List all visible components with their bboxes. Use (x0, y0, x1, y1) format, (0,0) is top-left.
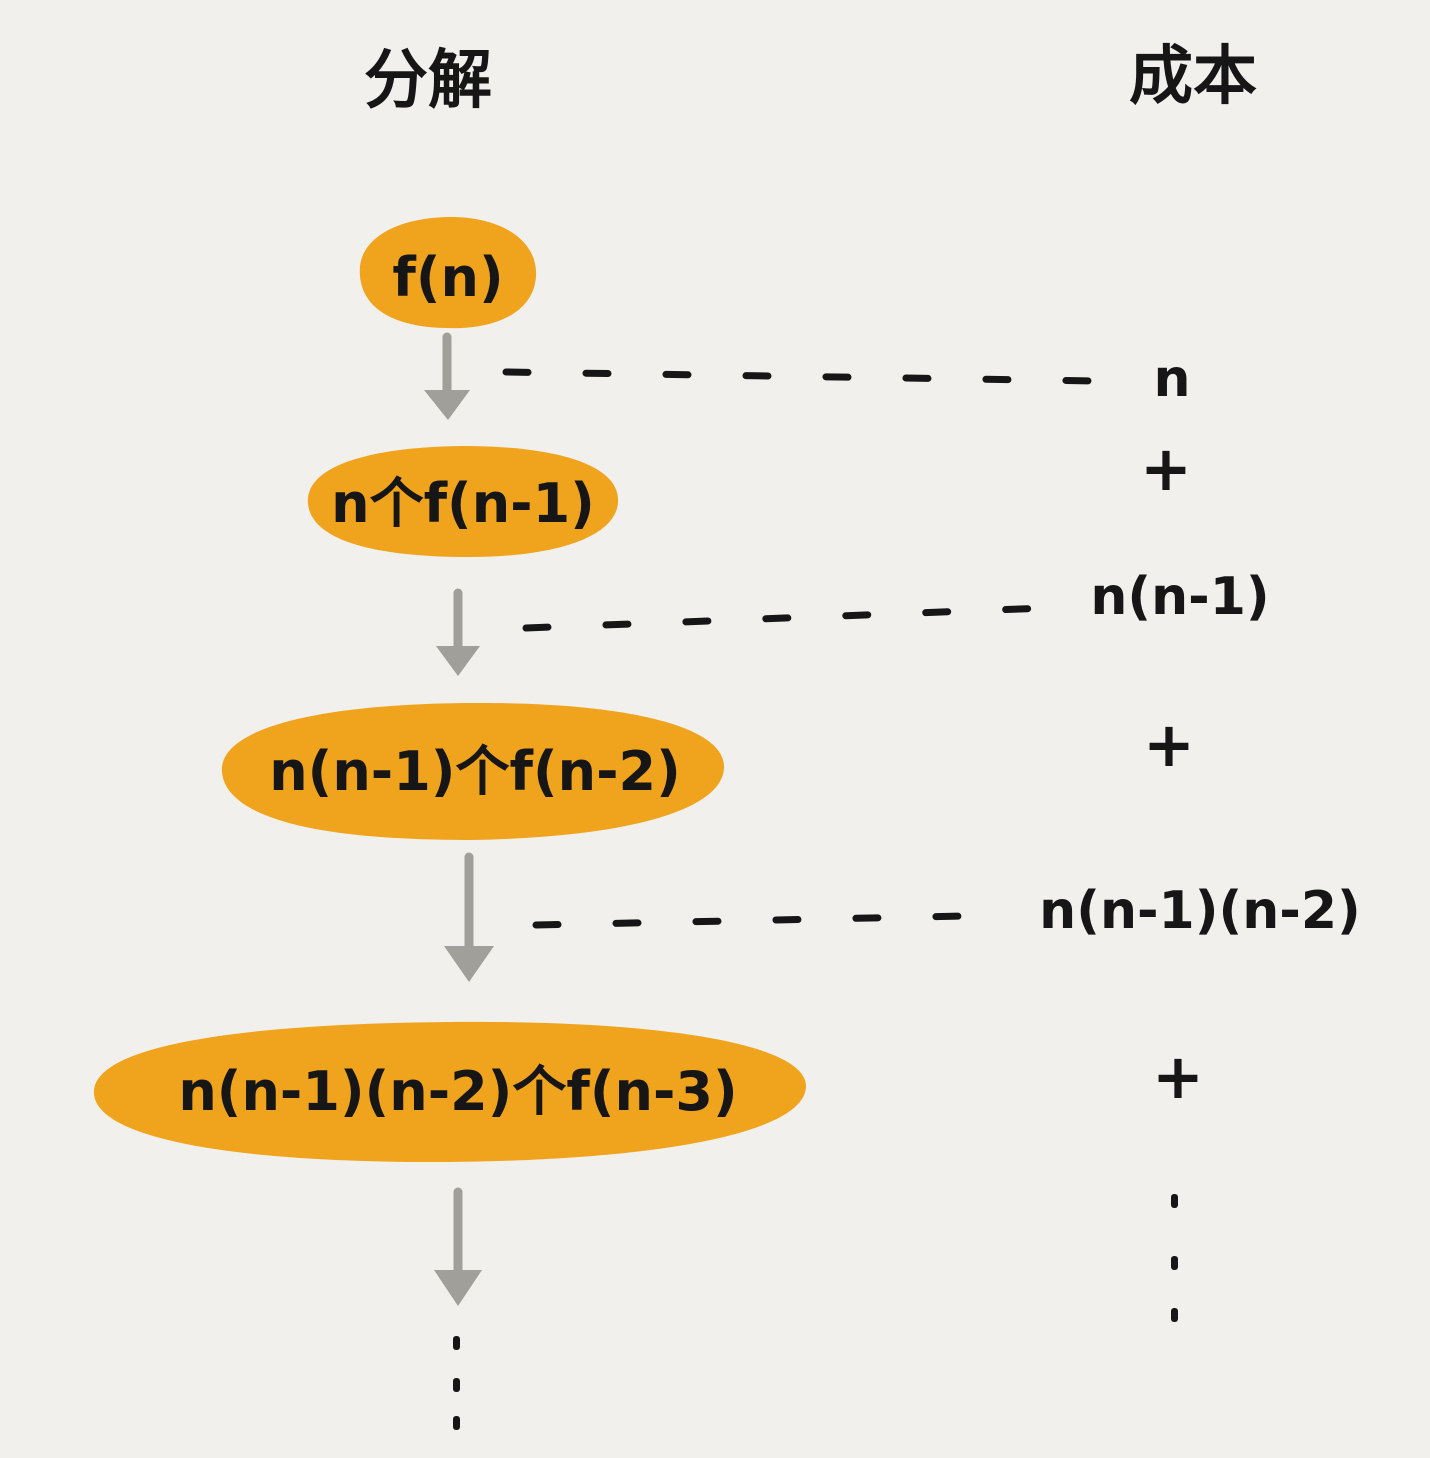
node-1-label: f(n) (392, 246, 503, 309)
connector-1 (502, 368, 1104, 385)
cost-3: n(n-1)(n-2) (1039, 881, 1361, 941)
arrow-1-head (424, 390, 470, 420)
ellipsis-dot (1171, 1308, 1178, 1322)
cost-1: n (1153, 349, 1190, 409)
node-4: n(n-1)(n-2)个f(n-3) (93, 1021, 807, 1163)
ellipsis-dot (1171, 1194, 1178, 1208)
arrow-3-head (444, 946, 494, 982)
node-3-blob (221, 702, 725, 840)
decomposition-ellipsis (453, 1336, 460, 1430)
node-4-blob (93, 1021, 807, 1163)
arrow-1 (424, 332, 470, 420)
arrow-4-head (434, 1270, 482, 1306)
ellipsis-dot (453, 1336, 460, 1350)
arrow-3 (444, 852, 494, 982)
ellipsis-dot (453, 1378, 460, 1392)
plus-sign-2: + (1143, 708, 1195, 781)
node-2: n个f(n-1) (307, 446, 619, 558)
node-2-blob (307, 446, 619, 558)
node-2-label: n个f(n-1) (331, 472, 595, 535)
cost-2: n(n-1) (1090, 567, 1269, 627)
node-4-label: n(n-1)(n-2)个f(n-3) (178, 1060, 737, 1123)
node-3: n(n-1)个f(n-2) (221, 702, 725, 840)
connector-2 (522, 604, 1050, 632)
plus-sign-1: + (1140, 432, 1192, 505)
connector-3 (532, 911, 1018, 929)
node-3-label: n(n-1)个f(n-2) (269, 740, 681, 803)
arrow-4 (434, 1187, 482, 1306)
node-1: f(n) (359, 216, 537, 329)
node-1-blob (359, 216, 537, 329)
plus-sign-3: + (1152, 1040, 1204, 1113)
cost-ellipsis (1171, 1194, 1178, 1322)
arrow-2 (436, 588, 480, 676)
arrow-2-head (436, 646, 480, 676)
ellipsis-dot (453, 1416, 460, 1430)
header-cost: 成本 (1129, 40, 1257, 114)
header-decomposition: 分解 (364, 44, 492, 118)
ellipsis-dot (1171, 1256, 1178, 1270)
